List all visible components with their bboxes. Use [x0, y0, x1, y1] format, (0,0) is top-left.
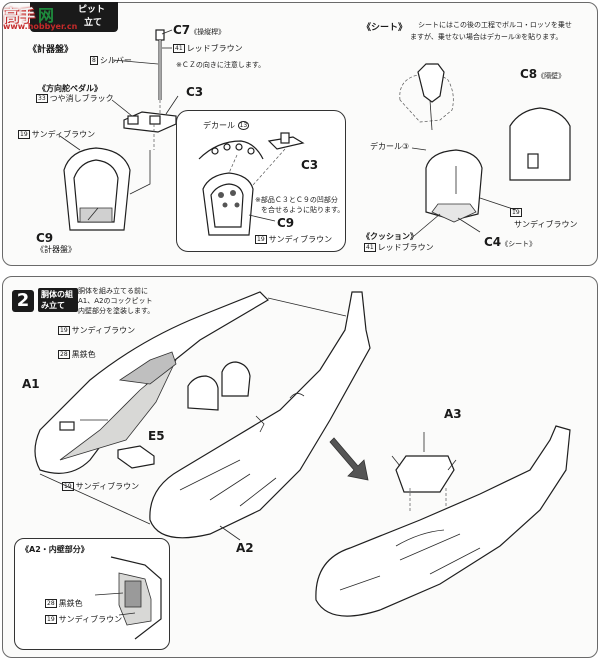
a2-fuselage-half-drawing [149, 291, 371, 541]
c9-sub-label: 《計器盤》 [36, 245, 76, 254]
e5-part-drawing [117, 445, 155, 469]
c4-seat-drawing [411, 147, 517, 237]
instrument-panel-section-title: 《計器盤》 [28, 45, 74, 55]
seat-sandy-brown-label: サンディブラウン [514, 220, 578, 229]
watermark-text-1: 高手 [3, 6, 36, 25]
c7-label: C7《操縦桿》 [173, 23, 226, 37]
seat-sandy-code: 19 [510, 208, 522, 217]
a2-inset-title: 《A2・内壁部分》 [21, 545, 89, 554]
rudder-pedal-drawing [111, 95, 179, 150]
a3-label: A3 [444, 407, 462, 421]
cockpit-pieces-drawing [187, 361, 251, 411]
rudder-pedal-title: 《方向舵ペダル》 [38, 84, 102, 93]
e5-label: E5 [148, 429, 165, 443]
step2-note-line1: 胴体を組み立てる前に [78, 287, 148, 295]
cushion-label: 《クッション》 [362, 232, 418, 241]
step1-header-bar [30, 2, 118, 32]
watermark-url: www.hobbyer.cn [3, 22, 78, 31]
c8-label: C8《隔壁》 [520, 67, 566, 81]
c9-label-left: C9 [36, 231, 54, 245]
watermark-text-2: 网 [38, 6, 55, 25]
a3-part-drawing [391, 432, 457, 493]
a2-label: A2 [236, 541, 254, 555]
c4-label: C4《シート》 [484, 235, 537, 249]
assembled-fuselage-drawing [315, 425, 571, 617]
c7-control-stick-drawing [112, 29, 173, 100]
seat-section-title: 《シート》 [362, 23, 408, 33]
step1-title-part1: ピット [78, 5, 106, 15]
seat-note-line2: ますが、乗せない場合はデカール③を貼ります。 [410, 33, 563, 41]
inset-c9-label: C9 [277, 216, 295, 230]
step1-title-part2: 立て [84, 18, 103, 28]
a1-label: A1 [22, 377, 40, 391]
inset-decal-label: デカール 13 [203, 121, 250, 130]
a1-fuselage-half-drawing [34, 291, 269, 474]
seat-figure-drawing [399, 63, 454, 131]
c3-label-top: C3 [186, 85, 204, 99]
watermark-logo: 高手 网 www.hobbyer.cn [0, 0, 120, 40]
inset-note-line2: を合せるように貼ります。 [261, 206, 345, 214]
assembly-direction-arrow [329, 437, 369, 481]
inset-note-line1: ※部品Ｃ３とＣ９の凹部分 [255, 196, 338, 204]
step-2-title: 胴体の組み立て [38, 288, 78, 312]
c9-instrument-panel-drawing [59, 135, 131, 231]
step2-note-line2: A1、A2のコックピット [78, 297, 153, 305]
step-2-number: 2 [12, 290, 34, 312]
step2-note-line3: 内壁部分を塗装します。 [78, 307, 155, 315]
c8-bulkhead-drawing [509, 107, 571, 181]
c7-orientation-note: ※ＣＺの向きに注意します。 [176, 61, 266, 69]
c9-detail-inset: デカール 13 C3 ※部品Ｃ３とＣ９の凹部分 を合せるように貼ります。 C9 … [176, 110, 346, 252]
inset-c3-label: C3 [301, 158, 319, 172]
seat-decal-label: デカール③ [370, 142, 410, 151]
seat-note-line1: シートにはこの後の工程でボルコ・ロッソを乗せ [418, 21, 572, 29]
